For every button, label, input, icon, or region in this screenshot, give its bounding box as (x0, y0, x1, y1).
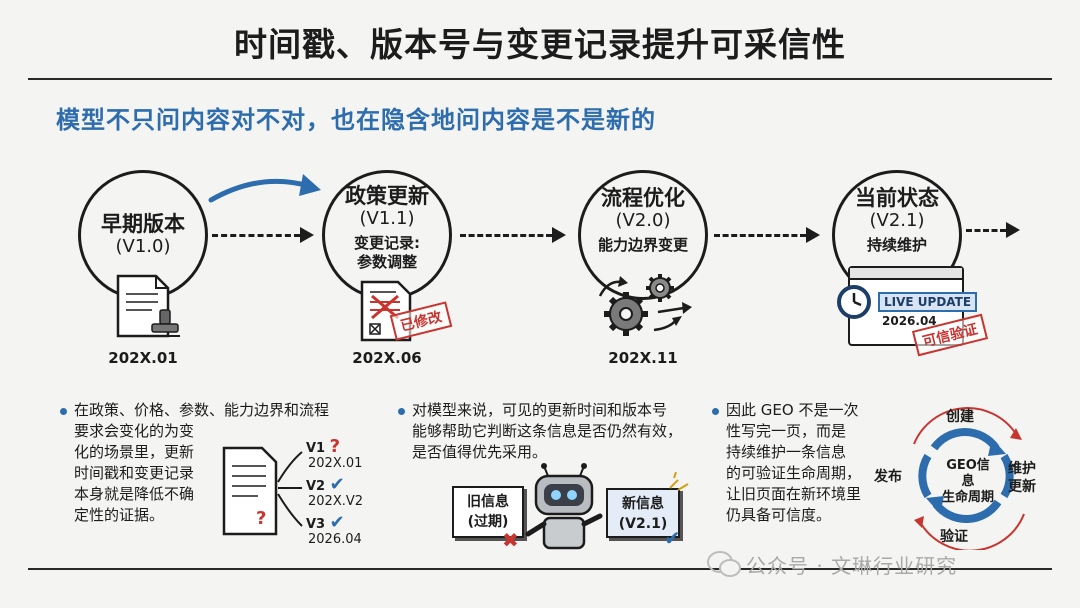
old-info-line-2: (过期) (467, 514, 509, 530)
stage-version-4: (V2.1) (869, 210, 925, 231)
version-date-2: 202X.V2 (308, 494, 364, 509)
version-date-3: 2026.04 (308, 532, 362, 547)
bullet-1-line-1: 在政策、价格、参数、能力边界和流程 (74, 401, 330, 419)
version-item-3: V3 ✔ (306, 512, 345, 533)
cycle-label-create: 创建 (946, 409, 974, 425)
cycle-center: GEO信息 生命周期 (940, 458, 996, 506)
stage-note-4: 持续维护 (866, 236, 927, 254)
arrowhead-icon-2 (552, 227, 566, 243)
bullet-1-line-2: 要求会变化的为变 (74, 422, 195, 440)
bullet-text-1: 在政策、价格、参数、能力边界和流程 要求会变化的为变 化的场景里，更新 时间戳和… (74, 400, 374, 526)
bullet-3-line-4: 的可验证生命周期， (726, 464, 862, 482)
bullet-3-line-2: 性写完一页，而是 (726, 422, 847, 440)
curved-arrow-icon (208, 174, 321, 203)
dashed-connector-3 (714, 234, 806, 237)
page-title: 时间戳、版本号与变更记录提升可采信性 (234, 25, 846, 64)
old-info-card: 旧信息 (过期) (452, 486, 524, 538)
stage-circle-2 (322, 170, 452, 300)
stage-date-2: 202X.06 (352, 349, 422, 367)
check-icon: ✔ (664, 526, 681, 550)
stage-title-1: 早期版本 (101, 212, 185, 236)
cycle-label-verify: 验证 (940, 529, 968, 545)
bullet-dot-1 (60, 408, 67, 415)
new-info-line-2: (V2.1) (618, 516, 668, 532)
bullet-1-line-3: 化的场景里，更新 (74, 443, 195, 461)
arrowhead-icon-1 (300, 227, 314, 243)
wechat-logo-icon (707, 551, 741, 577)
version-date-1: 202X.01 (308, 456, 363, 471)
bullet-1-line-5: 本身就是降低不确 (74, 485, 195, 503)
new-info-card: 新信息 (V2.1) (606, 488, 680, 538)
question-mark-icon: ? (329, 436, 341, 457)
bullet-3-line-6: 仍具备可信度。 (726, 506, 832, 524)
checkmark-icon: ✔ (329, 512, 345, 533)
spark-icon (669, 472, 689, 491)
bullet-2-line-3: 是否值得优先采用。 (412, 443, 548, 461)
stage-version-2: (V1.1) (359, 208, 415, 229)
bullet-2-line-2: 能够帮助它判断这条信息是否仍然有效， (412, 422, 683, 440)
bullet-3-line-3: 持续维护一条信息 (726, 443, 847, 461)
stage-note-3: 能力边界变更 (597, 236, 688, 254)
stage-date-1: 202X.01 (108, 349, 178, 367)
bullet-1-line-4: 时间戳和变更记录 (74, 464, 195, 482)
page-subtitle: 模型不只问内容对不对，也在隐含地问内容是不是新的 (56, 106, 656, 134)
version-item-2: V2 ✔ (306, 474, 345, 495)
bullet-text-3: 因此 GEO 不是一次 性写完一页，而是 持续维护一条信息 的可验证生命周期， … (726, 400, 896, 526)
stage-title-3: 流程优化 (601, 186, 685, 210)
cross-icon: ✖ (502, 528, 519, 552)
stage-note-2: 变更记录: 参数调整 (354, 234, 420, 271)
dashed-connector-1 (212, 234, 300, 237)
live-update-badge: LIVE UPDATE (878, 292, 978, 312)
document-stamp-icon (116, 274, 180, 338)
cycle-label-maintain: 维护 更新 (1008, 461, 1036, 495)
svg-text:?: ? (256, 508, 266, 529)
cycle-center-line-1: GEO信息 (946, 458, 990, 489)
stage-version-1: (V1.0) (115, 236, 171, 257)
stage-version-3: (V2.0) (615, 210, 671, 231)
bullet-text-2: 对模型来说，可见的更新时间和版本号 能够帮助它判断这条信息是否仍然有效， 是否值… (412, 400, 712, 463)
arrowhead-icon-3 (806, 227, 820, 243)
cycle-label-publish: 发布 (874, 469, 902, 485)
version-item-1: V1 ? (306, 436, 340, 457)
version-label-2: V2 (306, 479, 326, 494)
stage-date-3: 202X.11 (608, 349, 678, 367)
version-label-3: V3 (306, 517, 326, 532)
robot-icon (525, 463, 603, 550)
watermark-text: 公众号 · 文琳行业研究 (746, 554, 958, 578)
gears-icon (598, 274, 692, 336)
new-info-line-1: 新信息 (622, 496, 664, 512)
bullet-dot-3 (712, 408, 719, 415)
version-label-1: V1 (306, 441, 326, 456)
old-info-line-1: 旧信息 (467, 494, 509, 510)
lifecycle-cycle-diagram (913, 407, 1025, 550)
stage-circle-3 (578, 170, 708, 300)
checkmark-icon: ✔ (329, 474, 345, 495)
dashed-connector-2 (460, 234, 552, 237)
browser-titlebar (850, 268, 962, 280)
bullet-3-line-5: 让旧页面在新环境里 (726, 485, 862, 503)
stage-title-4: 当前状态 (855, 186, 939, 210)
dashed-connector-4 (966, 229, 1006, 232)
clock-icon (837, 285, 871, 319)
stage-title-2: 政策更新 (345, 184, 429, 208)
cycle-center-line-2: 生命周期 (941, 490, 994, 505)
bullet-dot-2 (398, 408, 405, 415)
bullet-1-line-6: 定性的证据。 (74, 506, 165, 524)
badge-date: 2026.04 (882, 314, 937, 328)
version-document-icon: ? (222, 446, 303, 536)
bottom-divider (28, 568, 1052, 570)
arrowhead-icon-4 (1006, 222, 1020, 238)
title-divider (28, 78, 1052, 80)
bullet-2-line-1: 对模型来说，可见的更新时间和版本号 (412, 401, 668, 419)
bullet-3-line-1: 因此 GEO 不是一次 (726, 401, 859, 419)
